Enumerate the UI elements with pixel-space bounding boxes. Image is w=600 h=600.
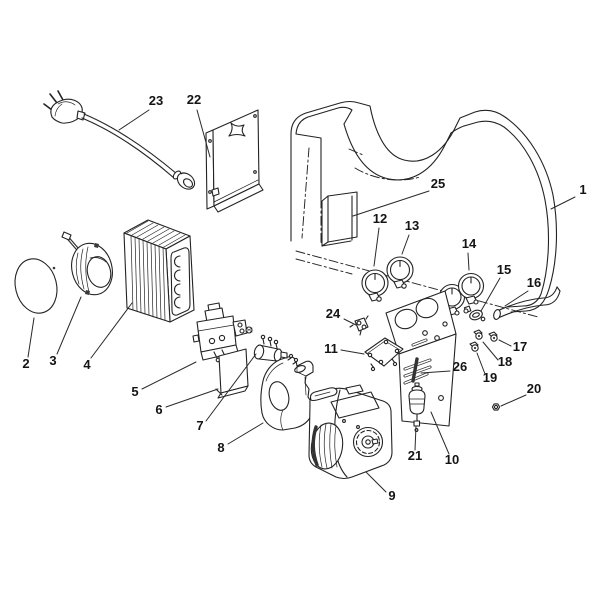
callout-7-label: 7 (196, 418, 203, 433)
callout-2-leader (27, 317, 35, 358)
callout-12-leader (373, 227, 380, 267)
part-11-mounting-plate (364, 337, 404, 372)
callout-25-label: 25 (431, 176, 445, 191)
callout-13-leader (401, 234, 410, 255)
callout-17-label: 17 (513, 339, 527, 354)
callout-3-leader (56, 296, 82, 355)
part-16-formed-hose (493, 286, 561, 320)
part-17-fitting (488, 331, 498, 342)
callout-6-leader (165, 388, 219, 408)
part-1-housing-shell (290, 100, 558, 313)
callout-5-label: 5 (131, 384, 138, 399)
callout-9-label: 9 (388, 488, 395, 503)
callout-10-leader (430, 411, 450, 455)
part-21-fuel-bulb (408, 382, 426, 432)
callout-4-label: 4 (83, 357, 91, 372)
part-5-gas-valve (192, 302, 253, 363)
housing-inner-wall (463, 120, 550, 308)
callout-16-label: 16 (527, 275, 541, 290)
callout-19-leader (476, 352, 486, 375)
assembly-centerlines (295, 250, 539, 318)
callout-14-leader (467, 252, 470, 271)
callout-10-label: 10 (445, 452, 459, 467)
part-15-hose-clamp (463, 305, 486, 322)
callout-21-leader (414, 425, 417, 451)
callout-9-leader (365, 471, 387, 493)
part-13-gauge-bezel (386, 256, 414, 289)
callout-23-leader (118, 109, 150, 131)
callout-20-label: 20 (527, 381, 541, 396)
part-6-plate (215, 348, 249, 399)
part-24-switch (349, 315, 369, 336)
callout-11-leader (340, 349, 365, 355)
part-19-fitting (469, 341, 479, 352)
part-8-bracket-casting (260, 356, 314, 431)
callout-21-label: 21 (408, 448, 422, 463)
muffler-crosshatch (330, 391, 380, 419)
callout-1-leader (550, 196, 576, 210)
callout-20-leader (500, 394, 527, 407)
callout-1-label: 1 (579, 182, 586, 197)
handle-recess-front-rim (343, 123, 465, 181)
callout-4-leader (90, 302, 133, 359)
part-22-bracket-panel (205, 109, 264, 213)
display-window (321, 191, 358, 247)
part-18-fitting (473, 329, 483, 340)
callout-8-leader (227, 422, 264, 445)
callout-24-label: 24 (326, 306, 341, 321)
callout-5-leader (141, 361, 197, 390)
part-3-blower-wheel (61, 231, 113, 296)
part-7-motor-cylinder (253, 334, 299, 365)
callout-24-leader (343, 318, 357, 326)
callout-15-leader (480, 277, 501, 312)
part-26-strip (411, 357, 419, 383)
callout-6-label: 6 (155, 402, 162, 417)
callout-11-label: 11 (324, 341, 338, 356)
callout-23-label: 23 (149, 93, 163, 108)
part-2-grille-disc (14, 258, 58, 314)
callout-18-label: 18 (498, 354, 512, 369)
callout-16-leader (504, 290, 529, 307)
callout-17-leader (498, 339, 512, 347)
part-9-engine (308, 384, 393, 480)
callout-3-label: 3 (49, 353, 56, 368)
callout-22-leader (196, 109, 211, 158)
callout-19-label: 19 (483, 370, 497, 385)
callout-13-label: 13 (405, 218, 419, 233)
part-20-bolt (491, 403, 501, 411)
callout-25-leader (352, 190, 430, 217)
callout-8-label: 8 (217, 440, 224, 455)
callout-15-label: 15 (497, 262, 511, 277)
callout-22-label: 22 (187, 92, 201, 107)
part-23-power-cord (43, 90, 196, 190)
callout-18-leader (482, 341, 499, 361)
callout-14-label: 14 (462, 236, 477, 251)
callout-2-label: 2 (22, 356, 29, 371)
callout-26-label: 26 (453, 359, 467, 374)
callout-26-leader (420, 370, 451, 374)
part-4-heat-exchanger (123, 219, 195, 323)
callout-12-label: 12 (373, 211, 387, 226)
callout-7-leader (205, 353, 257, 422)
part-12-gauge-bezel (361, 269, 389, 302)
